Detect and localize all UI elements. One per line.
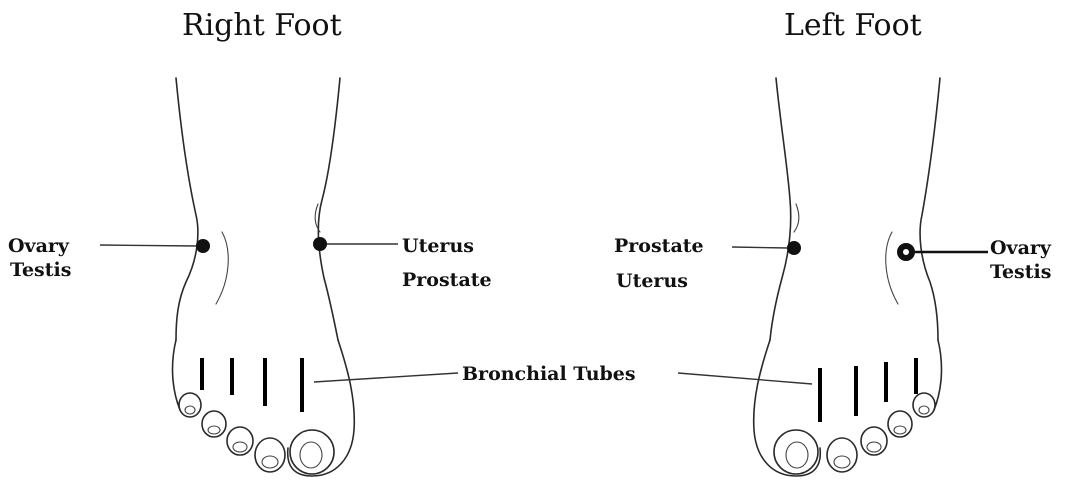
right-uterus-point	[313, 237, 327, 251]
left-foot-title: Left Foot	[784, 8, 922, 43]
left-ovary-point-highlight	[903, 249, 909, 255]
right-testis-label: Testis	[10, 259, 71, 281]
right-ovary-point	[196, 239, 210, 253]
right-foot-drawing	[173, 78, 355, 476]
left-prostate-leader	[732, 247, 788, 248]
right-ovary-leader	[100, 245, 198, 246]
bronchial-leader-left	[678, 373, 812, 384]
left-testis-label: Testis	[990, 261, 1051, 283]
right-bronchial-marks	[202, 358, 302, 412]
left-prostate-label: Prostate	[614, 235, 704, 257]
right-uterus-label: Uterus	[402, 235, 474, 257]
right-foot-title: Right Foot	[182, 8, 342, 43]
left-foot-drawing	[754, 78, 942, 476]
right-ovary-label: Ovary	[8, 235, 70, 257]
right-foot-toes	[179, 393, 334, 474]
left-uterus-label: Uterus	[616, 270, 688, 292]
bronchial-leader-right	[314, 373, 458, 382]
bronchial-tubes-label: Bronchial Tubes	[462, 363, 636, 385]
left-prostate-point	[787, 241, 801, 255]
left-bronchial-marks	[820, 358, 916, 422]
left-ovary-label: Ovary	[990, 237, 1052, 259]
right-prostate-label: Prostate	[402, 269, 492, 291]
